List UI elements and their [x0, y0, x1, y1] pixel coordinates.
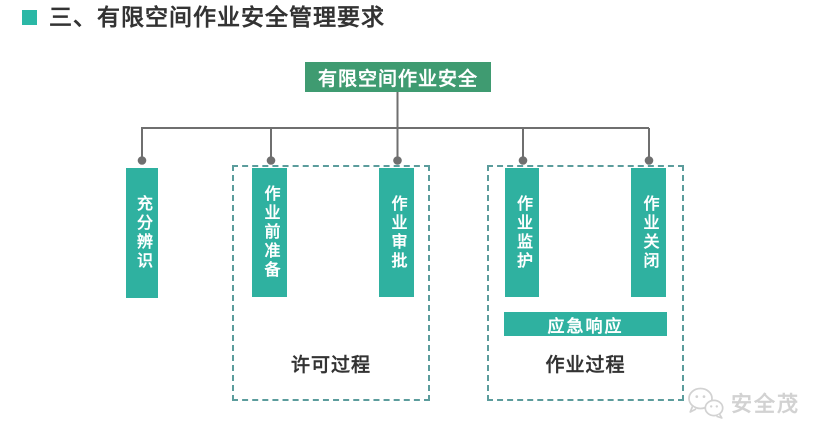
- node-work-monitoring: 作业监护: [505, 168, 539, 297]
- group-label-work-process: 作业过程: [545, 355, 626, 376]
- group-permit-process: 作业前准备 作业审批 许可过程: [232, 165, 430, 401]
- title-row: 三、有限空间作业安全管理要求: [22, 4, 385, 31]
- group-label-permit-process: 许可过程: [290, 355, 371, 376]
- wechat-bubbles-icon: [688, 387, 724, 419]
- node-work-approval: 作业审批: [379, 168, 414, 297]
- root-node: 有限空间作业安全: [305, 62, 491, 92]
- node-pre-work-preparation: 作业前准备: [252, 168, 287, 297]
- group-work-process: 作业监护 作业关闭 应急响应 作业过程: [487, 165, 684, 401]
- node-work-closure: 作业关闭: [631, 168, 666, 297]
- title-bullet-icon: [22, 10, 37, 25]
- page-title: 三、有限空间作业安全管理要求: [49, 4, 385, 30]
- emergency-response-banner: 应急响应: [504, 312, 667, 336]
- watermark-text: 安全茂: [731, 393, 800, 416]
- watermark: 安全茂: [686, 385, 800, 421]
- node-full-identification: 充分辨识: [126, 168, 158, 298]
